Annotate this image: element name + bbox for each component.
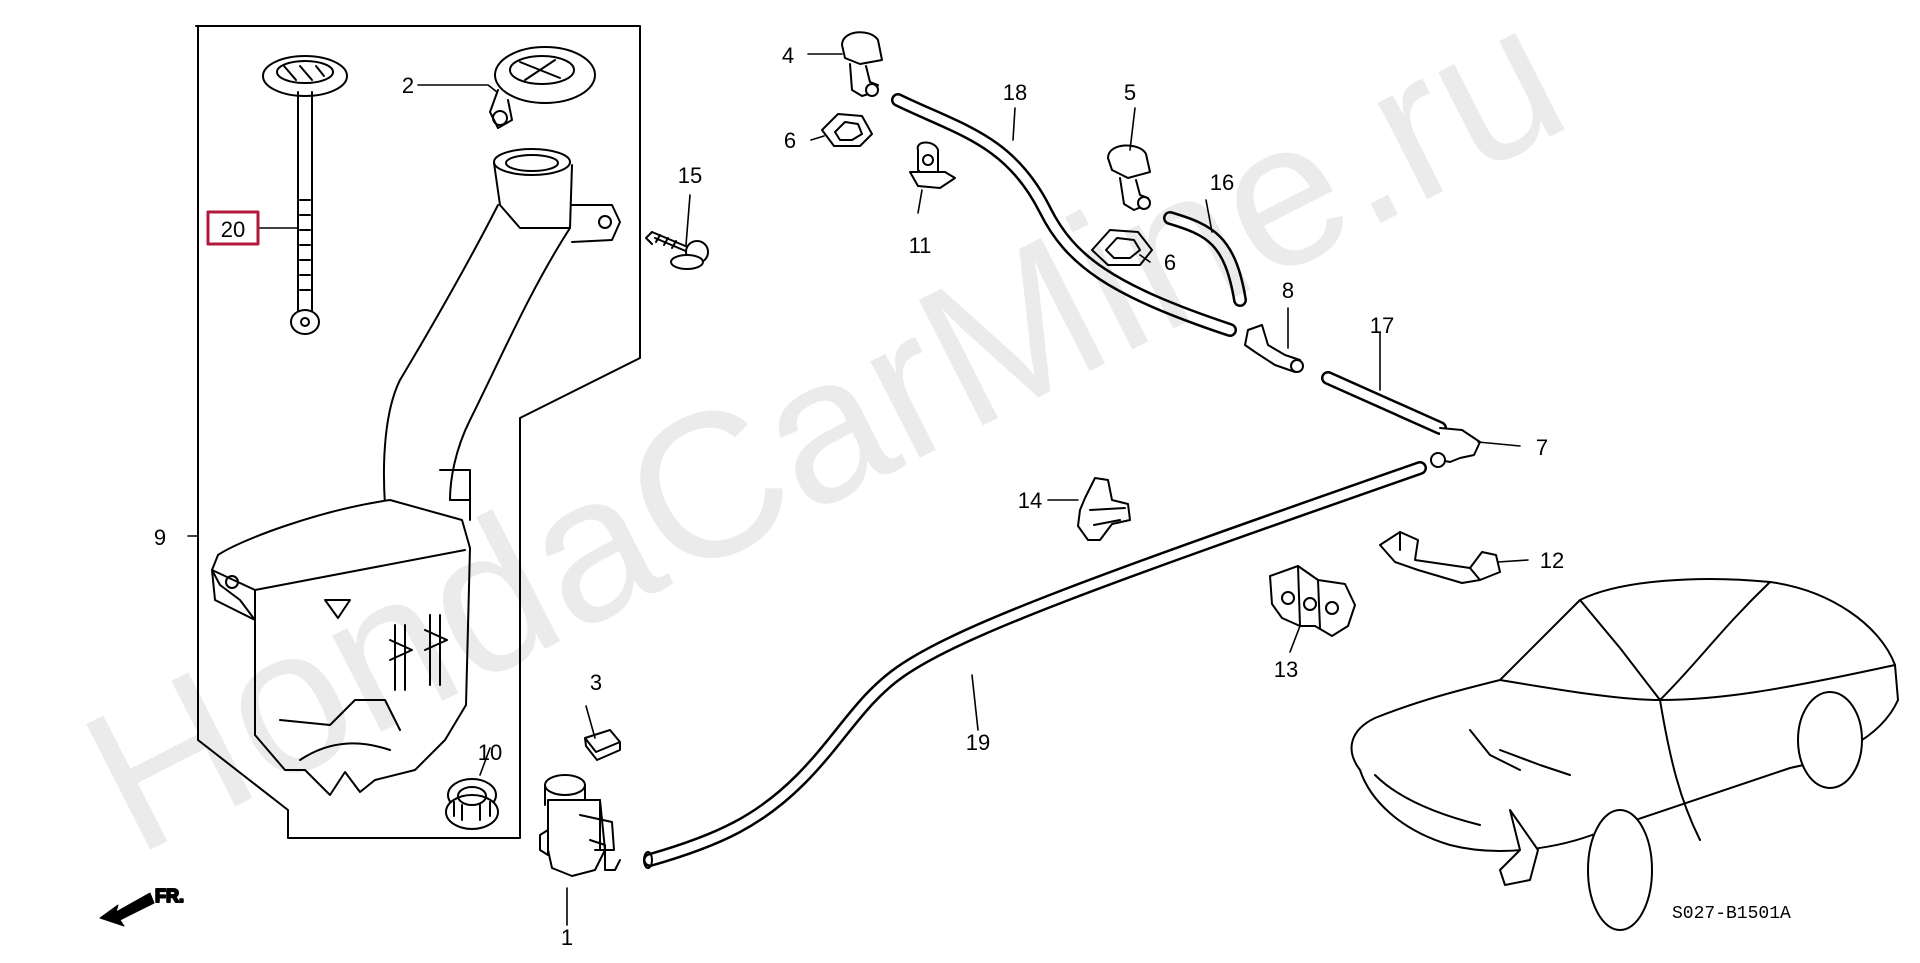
callout-4[interactable]: 4 <box>782 43 794 68</box>
part-15-bolt[interactable] <box>645 231 709 270</box>
part-18-hose[interactable] <box>891 93 1237 337</box>
callout-12[interactable]: 12 <box>1540 548 1564 573</box>
part-1-washer-motor[interactable] <box>539 774 621 877</box>
part-17-hose[interactable] <box>1321 371 1447 435</box>
callout-7[interactable]: 7 <box>1536 435 1548 460</box>
tank-assembly-outline <box>195 25 641 839</box>
leader-lines <box>187 53 1529 926</box>
callout-5[interactable]: 5 <box>1124 80 1136 105</box>
part-9-washer-tank[interactable] <box>211 148 621 796</box>
callout-16[interactable]: 16 <box>1210 170 1234 195</box>
part-3-clip-nut[interactable] <box>584 729 621 761</box>
part-13-clip[interactable] <box>1269 565 1356 637</box>
callout-11[interactable]: 11 <box>909 233 932 258</box>
highlight-box <box>206 210 260 246</box>
callout-9[interactable]: 9 <box>154 525 166 550</box>
callout-17[interactable]: 17 <box>1370 313 1394 338</box>
callout-13[interactable]: 13 <box>1274 657 1298 682</box>
callout-labels: 1 2 3 4 5 6 6 7 8 9 10 11 12 13 14 15 16… <box>154 43 1564 950</box>
part-11-hose-clip[interactable] <box>909 141 956 189</box>
callout-8[interactable]: 8 <box>1282 278 1294 303</box>
callout-6-lower[interactable]: 6 <box>1164 250 1176 275</box>
part-14-clip[interactable] <box>1077 477 1131 541</box>
callout-1[interactable]: 1 <box>561 925 573 950</box>
part-16-hose[interactable] <box>1163 211 1247 307</box>
part-4-washer-nozzle[interactable] <box>841 31 883 97</box>
callout-19[interactable]: 19 <box>966 730 990 755</box>
front-label: FR. <box>155 886 184 906</box>
car-location-illustration <box>1350 578 1899 931</box>
diagram-code: S027-B1501A <box>1672 904 1791 924</box>
callout-6-upper[interactable]: 6 <box>784 128 796 153</box>
part-5-washer-nozzle[interactable] <box>1107 144 1151 211</box>
front-direction-arrow: FR. <box>99 885 185 927</box>
callout-3[interactable]: 3 <box>590 670 602 695</box>
callout-20[interactable]: 20 <box>221 217 245 242</box>
part-12-clip[interactable] <box>1379 531 1501 584</box>
part-19-hose[interactable] <box>643 461 1427 869</box>
callout-10[interactable]: 10 <box>478 740 502 765</box>
part-8-joint[interactable] <box>1244 324 1304 373</box>
part-2-cap[interactable] <box>489 46 596 129</box>
callout-14[interactable]: 14 <box>1018 488 1042 513</box>
part-7-joint[interactable] <box>1430 427 1481 468</box>
callout-18[interactable]: 18 <box>1003 80 1027 105</box>
part-20-level-gauge[interactable] <box>262 55 348 335</box>
callout-15[interactable]: 15 <box>678 163 702 188</box>
part-10-grommet[interactable] <box>445 778 499 830</box>
callout-2[interactable]: 2 <box>402 73 414 98</box>
part-6-grommet-upper[interactable] <box>821 113 873 147</box>
part-6-grommet-lower[interactable] <box>1091 229 1153 266</box>
